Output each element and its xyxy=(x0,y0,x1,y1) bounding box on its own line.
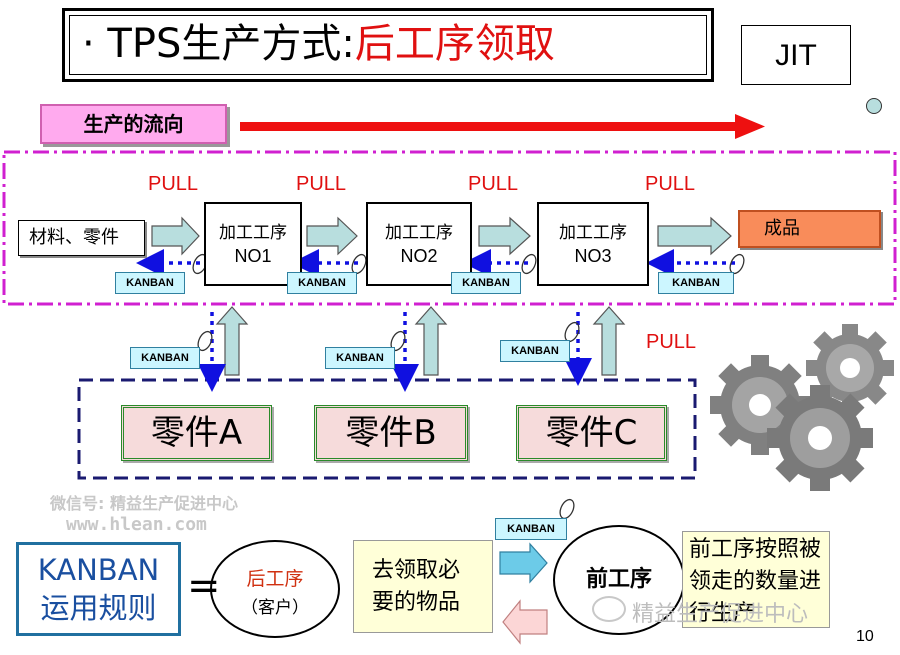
process-no3: 加工工序 NO3 xyxy=(537,202,649,286)
gear-icon xyxy=(806,324,894,412)
watermark-url: www.hlean.com xyxy=(66,514,207,535)
card-clip xyxy=(521,253,537,275)
wechat-logo-icon xyxy=(592,596,626,622)
finished-product-box: 成品 xyxy=(738,210,881,248)
parts-area-border xyxy=(77,378,697,480)
kanban-rule-box: KANBAN 运用规则 xyxy=(16,542,181,636)
up-arrow xyxy=(592,306,626,376)
page-number: 10 xyxy=(856,628,874,645)
part-a: 零件A xyxy=(121,405,272,461)
forward-arrow xyxy=(499,542,548,584)
flow-direction-arrow xyxy=(240,114,765,139)
process-number: NO2 xyxy=(400,246,438,266)
kanban-card: KANBAN xyxy=(500,340,570,362)
process-title: 加工工序 xyxy=(559,223,627,243)
watermark-logo-text: 精益生产促进中心 xyxy=(632,602,809,627)
process-title: 加工工序 xyxy=(385,223,453,243)
kanban-card: KANBAN xyxy=(130,347,200,369)
watermark-wechat: 微信号: 精益生产促进中心 xyxy=(50,494,238,513)
rule-line2: 运用规则 xyxy=(40,591,157,625)
process-number: NO1 xyxy=(234,246,272,266)
materials-box: 材料、零件 xyxy=(18,220,145,256)
front-note-box: 前工序按照被领走的数量进行生产 xyxy=(682,531,830,628)
kanban-card: KANBAN xyxy=(287,272,357,294)
bottom-flow-arrows xyxy=(499,542,548,645)
rule-line1: KANBAN xyxy=(37,553,160,587)
flow-direction-label: 生产的流向 xyxy=(40,104,227,144)
kanban-card: KANBAN xyxy=(325,347,395,369)
part-b: 零件B xyxy=(314,405,468,461)
kanban-card: KANBAN xyxy=(495,518,567,540)
kanban-card: KANBAN xyxy=(115,272,185,294)
kanban-card: KANBAN xyxy=(451,272,521,294)
title-prefix: · TPS生产方式: xyxy=(82,21,355,67)
forward-arrow xyxy=(478,216,531,256)
decor-dot xyxy=(866,98,882,114)
pull-label: PULL xyxy=(645,173,696,195)
process-title: 加工工序 xyxy=(219,223,287,243)
later-process-circle: 后工序 （客户） xyxy=(210,540,340,638)
fetch-note-box: 去领取必要的物品 xyxy=(353,540,493,633)
process-area-border xyxy=(2,150,897,306)
back-arrow xyxy=(502,599,548,645)
gears-illustration xyxy=(710,324,894,491)
title-frame xyxy=(62,8,714,82)
pull-label: PULL xyxy=(148,173,199,195)
up-arrow xyxy=(215,306,249,376)
process-no1: 加工工序 NO1 xyxy=(204,202,302,286)
up-arrow xyxy=(414,306,448,376)
jit-label: JIT xyxy=(741,25,851,85)
forward-arrow xyxy=(306,216,358,256)
supply-arrows xyxy=(215,306,626,376)
card-clip xyxy=(197,330,213,352)
kanban-card: KANBAN xyxy=(658,272,734,294)
kanban-pull-arrows xyxy=(198,312,592,392)
pull-label: PULL xyxy=(296,173,347,195)
gear-icon xyxy=(767,385,873,491)
process-number: NO3 xyxy=(574,246,612,266)
forward-arrows xyxy=(151,216,732,256)
page-title: · TPS生产方式:后工序领取 xyxy=(82,18,555,70)
pull-label: PULL xyxy=(468,173,519,195)
later-process-title: 后工序 xyxy=(246,568,304,590)
pull-label: PULL xyxy=(646,331,697,353)
title-highlight: 后工序领取 xyxy=(354,21,555,67)
forward-arrow xyxy=(151,216,200,256)
forward-arrow xyxy=(657,216,732,256)
later-process-sub: （客户） xyxy=(241,598,309,618)
part-c: 零件C xyxy=(516,405,667,461)
